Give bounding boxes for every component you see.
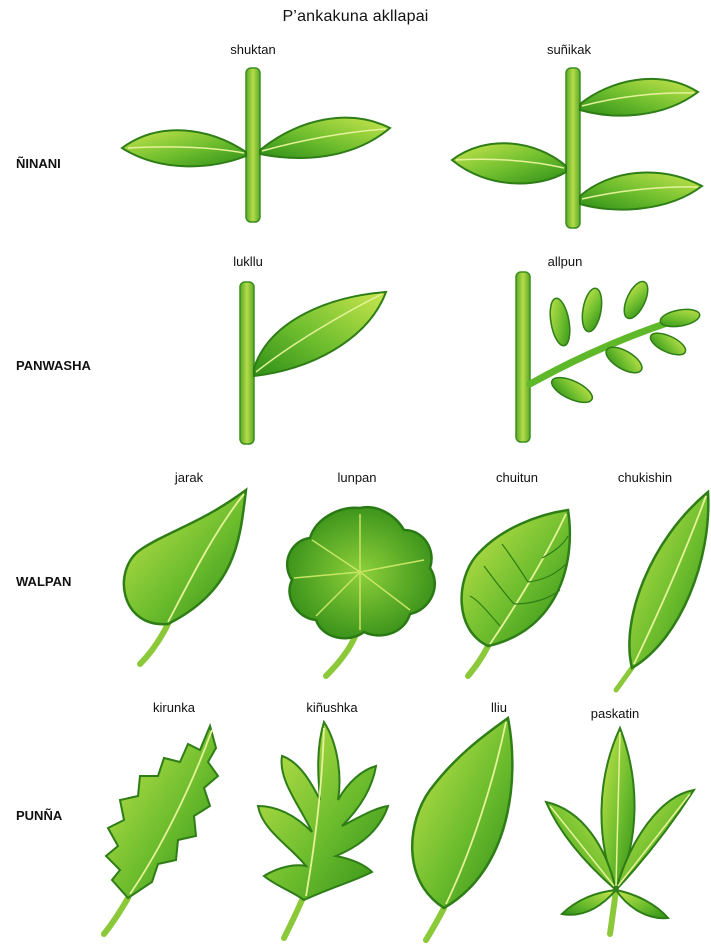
leaf-paskatin	[546, 728, 694, 934]
leaf-allpun	[516, 272, 701, 442]
leaf-kirunka	[104, 726, 218, 934]
leaf-kinushka	[258, 722, 388, 938]
leaf-chukishin	[616, 492, 708, 690]
leaf-lunpan	[287, 507, 435, 676]
leaf-sunikak	[452, 68, 702, 228]
leaf-chuitun	[462, 510, 570, 676]
leaf-shuktan	[122, 68, 390, 222]
leaf-lliu	[412, 718, 512, 940]
leaf-jarak	[124, 490, 246, 664]
leaf-lukllu	[240, 282, 386, 444]
